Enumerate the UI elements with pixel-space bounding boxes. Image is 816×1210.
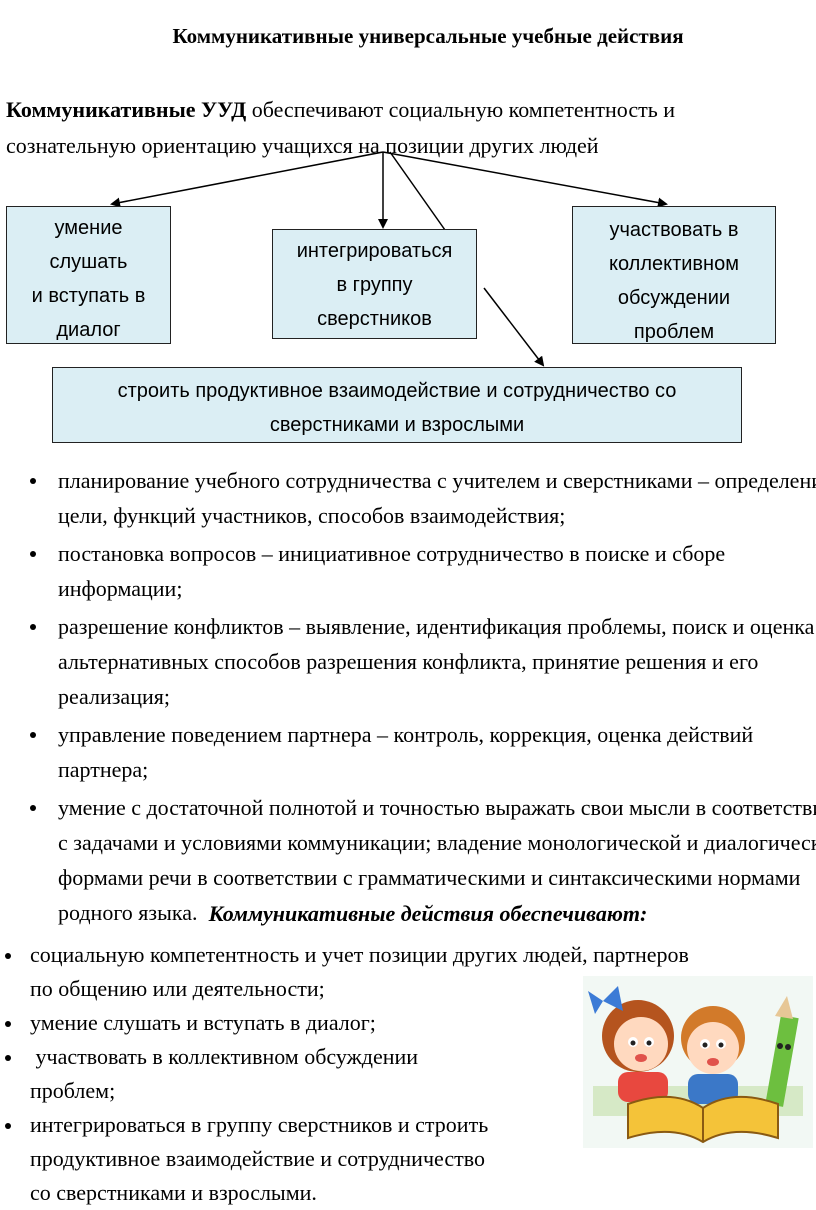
page-title: Коммуникативные универсальные учебные де… bbox=[172, 24, 684, 48]
list-item-line: проблем; bbox=[30, 1078, 116, 1103]
intro-bold: Коммуникативные УУД bbox=[6, 97, 247, 122]
arrow-to-box1 bbox=[110, 151, 384, 208]
box-line: коллективном bbox=[609, 253, 739, 275]
bullet-icon bbox=[30, 478, 36, 484]
diagram-box-discuss: участвовать в коллективном обсуждении пр… bbox=[572, 206, 776, 344]
list-item: планирование учебного сотрудничества с у… bbox=[30, 463, 816, 533]
list-item-line: интегрироваться в группу сверстников и с… bbox=[30, 1112, 489, 1137]
children-reading-illustration-icon bbox=[583, 976, 813, 1148]
box-line: интегрироваться bbox=[296, 240, 453, 262]
list-item-text: управление поведением партнера – контрол… bbox=[58, 722, 754, 782]
box-line: проблем bbox=[633, 321, 715, 343]
diagram-box-integrate: интегрироваться в группу сверстников bbox=[272, 229, 477, 339]
list-item-text: разрешение конфликтов – выявление, идент… bbox=[58, 614, 815, 709]
arrow-to-box4-bottom bbox=[483, 287, 545, 367]
box-line: и вступать в bbox=[31, 285, 146, 307]
intro-text: обеспечивают социальную компетентность и… bbox=[6, 97, 676, 158]
list-item: умение слушать и вступать в диалог; bbox=[5, 1006, 689, 1040]
list-item-line: социальную компетентность и учет позиции… bbox=[30, 942, 689, 967]
subheading: Коммуникативные действия обеспечивают: bbox=[208, 901, 648, 926]
list-item-line: со сверстниками и взрослыми. bbox=[30, 1180, 317, 1205]
bullet-list: планирование учебного сотрудничества с у… bbox=[24, 463, 816, 933]
bullet-icon bbox=[30, 624, 36, 630]
bullet-icon bbox=[5, 1021, 11, 1027]
list-item: умение с достаточной полнотой и точность… bbox=[30, 790, 816, 930]
bullet-icon bbox=[5, 953, 11, 959]
list-item: социальную компетентность и учет позиции… bbox=[5, 938, 689, 1006]
box-line: умение bbox=[54, 217, 123, 239]
box-line: сверстниками и взрослыми bbox=[269, 414, 525, 436]
box-line: обсуждении bbox=[617, 287, 731, 309]
list-item: управление поведением партнера – контрол… bbox=[30, 717, 816, 787]
list-item-line: участвовать в коллективном обсуждении bbox=[30, 1044, 419, 1069]
list-item: участвовать в коллективном обсуждении про… bbox=[5, 1040, 689, 1108]
diagram-box-cooperate: строить продуктивное взаимодействие и со… bbox=[52, 367, 742, 443]
list-item-line: по общению или деятельности; bbox=[30, 976, 325, 1001]
diagram-arrows bbox=[110, 151, 668, 367]
list-item-line: продуктивное взаимодействие и сотрудниче… bbox=[30, 1146, 485, 1171]
box-line: участвовать в bbox=[609, 219, 739, 241]
bullet-icon bbox=[30, 551, 36, 557]
box-line: слушать bbox=[49, 251, 128, 273]
list-item-line: умение слушать и вступать в диалог; bbox=[30, 1010, 376, 1035]
bullet-icon bbox=[30, 805, 36, 811]
list-item-text: умение с достаточной полнотой и точность… bbox=[58, 795, 816, 925]
bullet-icon bbox=[5, 1123, 11, 1129]
list-item: постановка вопросов – инициативное сотру… bbox=[30, 536, 816, 606]
box-line: сверстников bbox=[317, 308, 432, 330]
list-item: разрешение конфликтов – выявление, идент… bbox=[30, 609, 816, 714]
list-item-text: планирование учебного сотрудничества с у… bbox=[58, 468, 816, 528]
arrow-to-box4-top bbox=[389, 151, 446, 231]
bullet-list-2: социальную компетентность и учет позиции… bbox=[0, 938, 689, 1210]
bullet-icon bbox=[30, 732, 36, 738]
list-item-text: постановка вопросов – инициативное сотру… bbox=[58, 541, 726, 601]
box-line: в группу bbox=[336, 274, 413, 296]
box-line: строить продуктивное взаимодействие и со… bbox=[117, 380, 677, 402]
bullet-icon bbox=[5, 1055, 11, 1061]
box-line: диалог bbox=[56, 319, 121, 341]
intro-paragraph: Коммуникативные УУД обеспечивают социаль… bbox=[6, 92, 806, 164]
diagram-box-listen: умение слушать и вступать в диалог bbox=[6, 206, 171, 344]
arrow-to-box3 bbox=[382, 151, 668, 208]
